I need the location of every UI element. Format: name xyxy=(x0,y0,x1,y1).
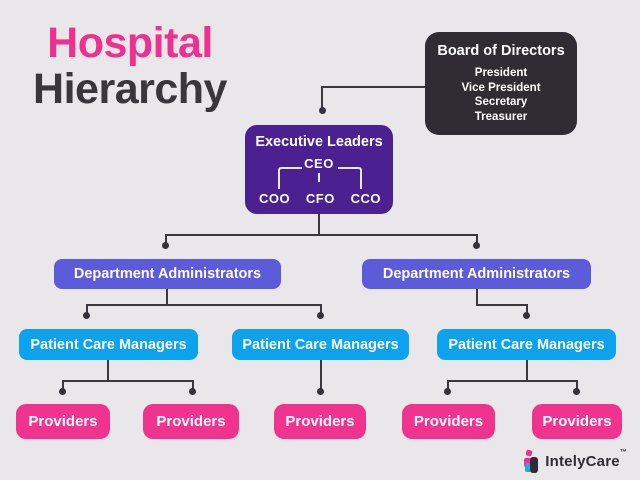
intelycare-logo: IntelyCare™ xyxy=(523,449,627,473)
connector-line xyxy=(447,380,578,382)
connector-line xyxy=(476,234,478,243)
board-member: Treasurer xyxy=(474,110,528,123)
connector-line xyxy=(86,304,88,313)
department-administrators-left-node: Department Administrators xyxy=(54,259,281,289)
connector-line xyxy=(322,86,425,88)
connector-line xyxy=(62,380,194,382)
intelycare-logo-text: IntelyCare™ xyxy=(545,449,627,470)
connector-dot xyxy=(319,107,326,114)
connector-line xyxy=(576,380,578,389)
board-of-directors-node: Board of Directors President Vice Presid… xyxy=(425,32,577,135)
connector-dot xyxy=(189,388,196,395)
department-administrators-right-node: Department Administrators xyxy=(362,259,591,289)
intelycare-logo-icon xyxy=(523,449,541,473)
providers-node: Providers xyxy=(143,404,239,439)
connector-line xyxy=(318,214,320,236)
connector-dot xyxy=(162,242,169,249)
connector-dot xyxy=(317,388,324,395)
connector-line xyxy=(320,360,322,389)
connector-dot xyxy=(573,388,580,395)
connector-line xyxy=(526,304,528,313)
patient-care-managers-right-node: Patient Care Managers xyxy=(437,329,616,360)
board-of-directors-title: Board of Directors xyxy=(437,43,565,59)
patient-care-managers-left-node: Patient Care Managers xyxy=(19,329,198,360)
ceo-right-bracket-line xyxy=(338,167,362,189)
ceo-center-line xyxy=(318,173,320,182)
connector-line xyxy=(165,234,167,243)
title-line-hierarchy: Hierarchy xyxy=(33,65,227,113)
connector-line xyxy=(321,86,323,108)
connector-line xyxy=(526,360,528,382)
patient-care-managers-middle-node: Patient Care Managers xyxy=(232,329,409,360)
executive-leaders-node: Executive Leaders CEO COO CFO CCO xyxy=(245,125,393,214)
board-member-list: President Vice President Secretary Treas… xyxy=(461,66,540,124)
ceo-left-bracket-line xyxy=(278,167,302,189)
connector-dot xyxy=(444,388,451,395)
connector-dot xyxy=(317,312,324,319)
connector-dot xyxy=(473,242,480,249)
connector-line xyxy=(192,380,194,389)
executive-sub-roles: COO CFO CCO xyxy=(259,191,381,206)
providers-node: Providers xyxy=(402,404,495,439)
connector-line xyxy=(476,304,528,306)
connector-line xyxy=(476,289,478,306)
providers-node: Providers xyxy=(16,404,110,439)
connector-line xyxy=(86,304,322,306)
page-title: Hospital Hierarchy xyxy=(6,20,254,112)
cfo-label: CFO xyxy=(305,191,335,206)
connector-line xyxy=(166,289,168,306)
connector-line xyxy=(165,234,478,236)
connector-line xyxy=(320,304,322,313)
board-member: President xyxy=(474,67,528,79)
providers-node: Providers xyxy=(274,404,366,439)
connector-line xyxy=(62,380,64,389)
ceo-label: CEO xyxy=(304,156,334,171)
board-member: Secretary xyxy=(474,96,528,108)
title-line-hospital: Hospital xyxy=(47,19,213,67)
coo-label: COO xyxy=(259,191,291,206)
connector-dot xyxy=(59,388,66,395)
connector-line xyxy=(447,380,449,389)
connector-line xyxy=(107,360,109,382)
providers-node: Providers xyxy=(532,404,622,439)
board-member: Vice President xyxy=(461,81,541,94)
executive-leaders-title: Executive Leaders xyxy=(255,134,383,150)
connector-dot xyxy=(83,312,90,319)
trademark-symbol: ™ xyxy=(619,449,627,456)
connector-dot xyxy=(523,312,530,319)
cco-label: CCO xyxy=(350,191,381,206)
